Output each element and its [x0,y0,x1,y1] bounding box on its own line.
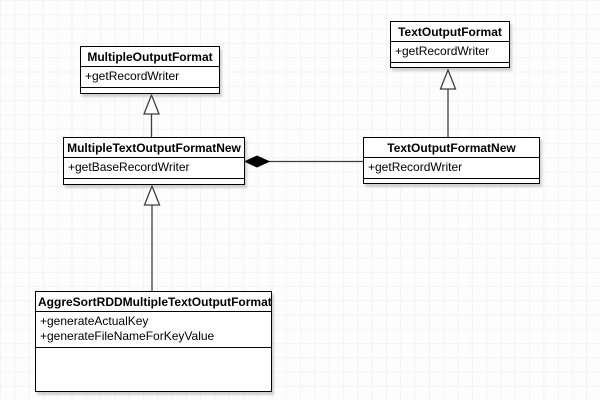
attributes-compartment: +getRecordWriter [391,42,509,63]
class-name: TextOutputFormatNew [364,138,539,158]
hollow-triangle-arrowhead [439,68,457,90]
class-name: AggreSortRDDMultipleTextOutputFormat [36,292,271,312]
methods-compartment-empty [36,348,271,391]
class-name: MultipleTextOutputFormatNew [64,138,244,158]
hollow-triangle-arrowhead [143,93,160,115]
generalization-arrow-aggresortrdd-to-multipletextoutputformatnew[interactable] [143,184,161,291]
class-name: MultipleOutputFormat [81,47,219,67]
class-attribute: +getRecordWriter [395,44,490,58]
attributes-compartment: +generateActualKey +generateFileNameForK… [36,312,271,348]
class-attribute: +getRecordWriter [368,160,463,174]
hollow-triangle-arrowhead [143,184,161,206]
attributes-compartment: +getBaseRecordWriter [64,158,244,179]
methods-compartment-empty [81,88,219,93]
class-attribute: +generateActualKey [40,314,149,328]
methods-compartment-empty [364,179,539,183]
filled-diamond [243,155,271,168]
attributes-compartment: +getRecordWriter [81,67,219,88]
class-box-multipleoutputformat[interactable]: MultipleOutputFormat +getRecordWriter [80,46,220,94]
class-attribute: +generateFileNameForKeyValue [40,329,215,343]
class-attribute: +getRecordWriter [85,69,180,83]
class-box-multipletextoutputformatnew[interactable]: MultipleTextOutputFormatNew +getBaseReco… [63,137,245,185]
generalization-arrow-textoutputformatnew-to-textoutputformat[interactable] [439,68,457,137]
class-attribute: +getBaseRecordWriter [68,160,190,174]
generalization-arrow-multipletextoutputformatnew-to-multipleoutputformat[interactable] [143,93,160,137]
class-box-textoutputformatnew[interactable]: TextOutputFormatNew +getRecordWriter [363,137,540,184]
methods-compartment-empty [64,179,244,184]
class-name: TextOutputFormat [391,22,509,42]
composition-link-multipletextoutputformatnew-to-textoutputformatnew[interactable] [243,155,363,168]
class-box-aggresortrddmultipletextoutputformat[interactable]: AggreSortRDDMultipleTextOutputFormat +ge… [35,291,272,392]
methods-compartment-empty [391,63,509,67]
class-box-textoutputformat[interactable]: TextOutputFormat +getRecordWriter [390,21,510,68]
attributes-compartment: +getRecordWriter [364,158,539,179]
